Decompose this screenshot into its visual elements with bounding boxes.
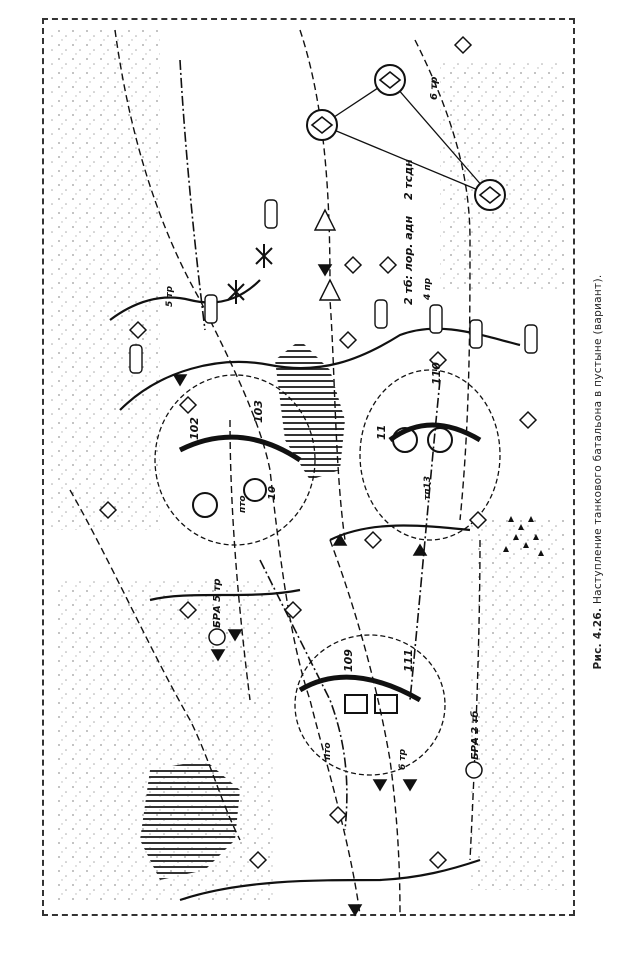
label-tb2-group-sub: 4 пр — [423, 277, 433, 301]
label-bra2: БРА 2 тб — [469, 711, 481, 760]
direction-arrows — [172, 264, 428, 917]
label-tb2-group: 2 тб: лор. адн — [402, 215, 415, 305]
hatch-patch-center — [275, 340, 345, 480]
star-marks — [227, 244, 273, 304]
label-bra5: БРА 5 тр — [212, 578, 223, 628]
label-tsdn2: 2 тсдн — [402, 159, 415, 200]
label-h103: 103 — [252, 400, 265, 423]
label-pts-bottom: пто — [323, 742, 333, 760]
label-pts-left: пто — [238, 495, 248, 513]
tsdn-group — [306, 64, 506, 211]
label-h11: 11 — [375, 425, 388, 440]
figure-caption: Рис. 4.26. Наступление танкового батальо… — [592, 274, 604, 669]
tank-symbols — [192, 427, 453, 714]
diamond-markers — [98, 35, 538, 870]
map-frame — [42, 18, 575, 916]
label-tr5-top: 5 тр — [165, 285, 175, 307]
dashdot-lines — [179, 59, 441, 831]
label-h111: 111 — [402, 649, 415, 672]
hatch-patch-bottom-left — [140, 760, 240, 880]
minefield — [503, 516, 544, 556]
label-h102: 102 — [188, 417, 201, 440]
company-circles — [154, 369, 501, 776]
triangle-markers — [313, 208, 342, 301]
label-tr6-top: 6 тр — [429, 77, 440, 100]
figure-number: Рис. 4.26. — [592, 607, 604, 670]
label-tr6-bottom: 6 тр — [398, 748, 408, 770]
label-h109: 109 — [342, 649, 355, 672]
unit-pennants — [129, 199, 538, 374]
map-labels: 5 тр 6 тр 2 тсдн 2 тб: лор. адн 4 пр 102… — [165, 77, 481, 770]
label-h10: 10 — [267, 486, 278, 500]
unit-arcs — [178, 422, 482, 703]
bra-symbols — [208, 628, 483, 779]
hatched-terrain — [140, 340, 345, 880]
figure-title: Наступление танкового батальона в пустын… — [592, 274, 604, 605]
label-h110: 110 — [430, 362, 443, 385]
label-h13: тп13 — [423, 476, 433, 500]
